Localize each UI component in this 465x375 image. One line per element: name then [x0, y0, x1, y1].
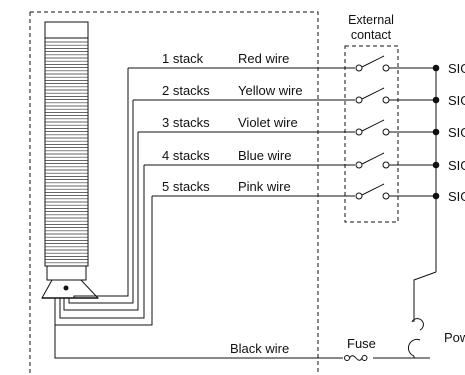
switch-contact-left: [355, 161, 363, 169]
fuse-label: Fuse: [347, 336, 376, 351]
tower-cap: [44, 21, 89, 39]
stack-label: 5 stacks: [162, 179, 210, 194]
switch-contact-left: [355, 128, 363, 136]
signal-tower: [41, 21, 100, 299]
switch-contact-right: [382, 161, 390, 169]
power-label: Power: [444, 330, 465, 345]
switch-contact-right: [382, 64, 390, 72]
wire-row: 4 stacks Blue wireSIG: [144, 148, 465, 173]
wire-color-label: Violet wire: [238, 115, 298, 130]
wire-row: 2 stacks Yellow wireSIG: [133, 83, 465, 108]
black-wire-path: [54, 298, 430, 359]
sig-label: SIG: [448, 125, 465, 140]
sig-label: SIG: [448, 189, 465, 204]
stack-label: 1 stack: [162, 51, 204, 66]
external-contact-label-1: External: [348, 13, 394, 27]
tower-body: [44, 37, 89, 267]
wire-color-label: Pink wire: [238, 179, 291, 194]
wire-path-4: [59, 165, 145, 319]
fuse-symbol: [343, 352, 373, 364]
wire-row: 1 stack Red wireSIG: [128, 51, 465, 76]
switch-contact-left: [355, 96, 363, 104]
power-terminal-top: [411, 318, 424, 331]
bus-drop: [413, 271, 437, 322]
switch-blade: [361, 183, 385, 196]
wire-path-3: [63, 132, 139, 311]
external-contact-label-2: contact: [351, 28, 392, 42]
stack-label: 4 stacks: [162, 148, 210, 163]
switch-contact-right: [382, 96, 390, 104]
stack-label: 2 stacks: [162, 83, 210, 98]
wire-path-2: [68, 100, 134, 304]
wire-color-label: Blue wire: [238, 148, 291, 163]
switch-contact-right: [382, 192, 390, 200]
tower-base: [41, 279, 100, 299]
wire-color-label: Yellow wire: [238, 83, 303, 98]
switch-contact-left: [355, 192, 363, 200]
switch-blade: [361, 152, 385, 165]
tower-collar: [46, 265, 87, 281]
tower-enclosure: [30, 11, 319, 375]
power-terminal-bottom: [407, 338, 421, 357]
switch-blade: [361, 55, 385, 68]
wire-color-label: Red wire: [238, 51, 289, 66]
external-contact-box: [344, 45, 399, 223]
switch-blade: [361, 87, 385, 100]
tower-ribs: [45, 41, 88, 264]
sig-label: SIG: [448, 93, 465, 108]
wire-bundle: [54, 68, 430, 359]
wire-row: 3 stacks Violet wireSIG: [138, 115, 465, 140]
switch-contact-right: [382, 128, 390, 136]
sig-label: SIG: [448, 158, 465, 173]
wire-path-1: [73, 68, 129, 298]
black-wire-label: Black wire: [230, 341, 289, 356]
tower-screw: [63, 285, 69, 291]
stack-label: 3 stacks: [162, 115, 210, 130]
switch-contact-left: [355, 64, 363, 72]
sig-label: SIG: [448, 61, 465, 76]
switch-blade: [361, 119, 385, 132]
wire-row: 5 stacks Pink wireSIG: [152, 179, 465, 204]
